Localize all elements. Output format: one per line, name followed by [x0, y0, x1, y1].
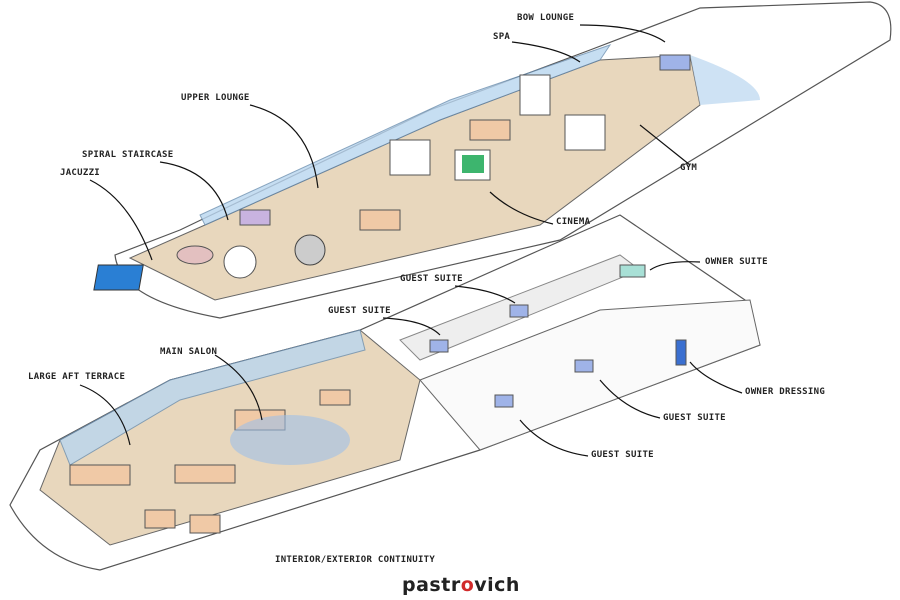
- pastrovich-logo: pastrovich: [402, 574, 520, 596]
- main-deck: [9, 214, 761, 571]
- label-guest-suite: GUEST SUITE: [328, 306, 391, 316]
- label-cinema: CINEMA: [556, 217, 591, 227]
- label-guest-suite: GUEST SUITE: [591, 450, 654, 460]
- jacuzzi-pool: [93, 264, 144, 291]
- label-owner-dressing: OWNER DRESSING: [745, 387, 826, 397]
- label-gym: GYM: [680, 163, 698, 173]
- label-guest-suite: GUEST SUITE: [400, 274, 463, 284]
- label-bow-lounge: BOW LOUNGE: [517, 13, 575, 23]
- label-guest-suite: GUEST SUITE: [663, 413, 726, 423]
- leader-lines: [79, 24, 743, 457]
- label-large-aft-terrace: LARGE AFT TERRACE: [28, 372, 126, 382]
- upper-deck: [93, 1, 892, 319]
- label-main-salon: MAIN SALON: [160, 347, 218, 357]
- label-spa: SPA: [493, 32, 511, 42]
- label-owner-suite: OWNER SUITE: [705, 257, 768, 267]
- label-upper-lounge: UPPER LOUNGE: [181, 93, 250, 103]
- label-interior-exterior-continuity: INTERIOR/EXTERIOR CONTINUITY: [275, 555, 436, 565]
- label-jacuzzi: JACUZZI: [60, 168, 101, 178]
- label-spiral-staircase: SPIRAL STAIRCASE: [82, 150, 174, 160]
